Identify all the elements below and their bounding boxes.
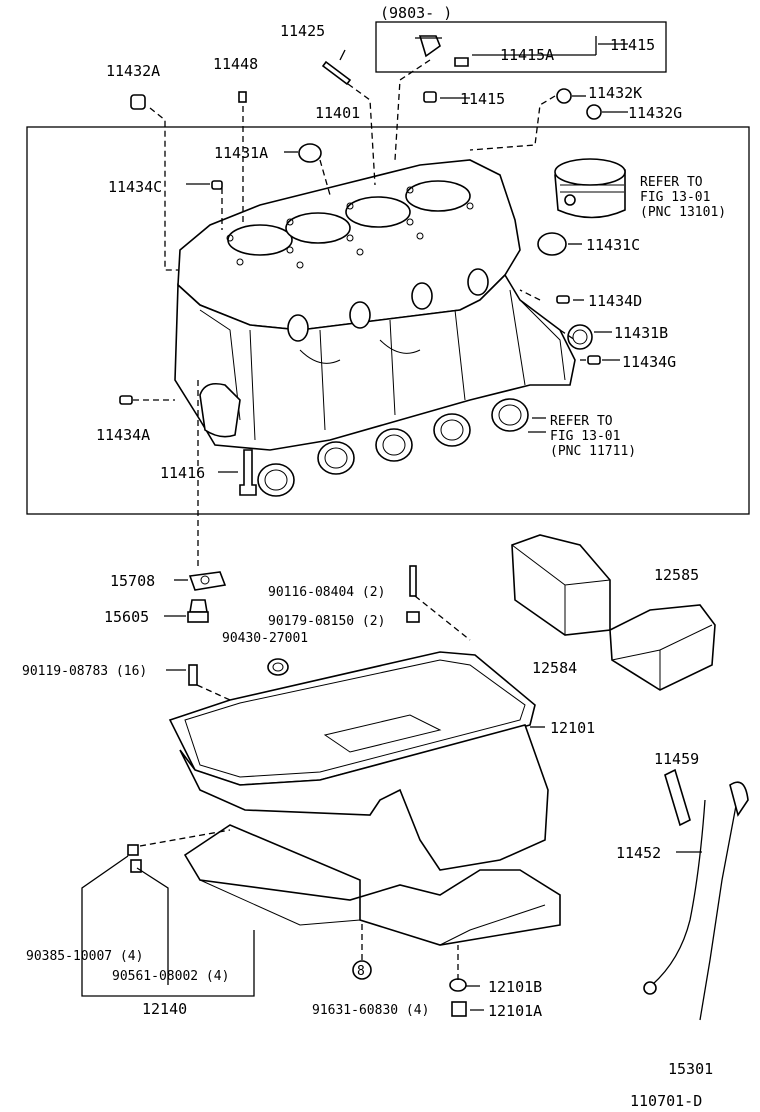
svg-text:8: 8 [357,964,365,979]
label-11425: 11425 [280,22,325,40]
main-bearings[interactable] [257,398,529,497]
piston-reference[interactable] [554,158,626,219]
label-11431C: 11431C [586,236,640,254]
refer2-line2: FIG 13-01 [550,429,620,444]
label-11415-top: 11415 [610,36,655,54]
nut-90179[interactable] [406,611,420,623]
bolt-90385[interactable] [127,844,139,856]
label-90561: 90561-08002 (4) [112,969,229,984]
label-90430: 90430-27001 [222,631,308,646]
bolt-90119[interactable] [188,664,198,686]
label-11432A: 11432A [106,62,160,80]
label-11431A: 11431A [214,144,268,162]
label-11415A: 11415A [500,46,554,64]
label-12140: 12140 [142,1000,187,1018]
plug-11432G[interactable] [586,104,602,120]
label-11416: 11416 [160,464,205,482]
refer1-line3: (PNC 13101) [640,205,726,220]
baffle-12584[interactable] [511,534,611,636]
label-11431B: 11431B [614,324,668,342]
pin-11434G[interactable] [587,355,601,365]
label-12584: 12584 [532,659,577,677]
pin-11448[interactable] [238,91,247,103]
bolt-11416[interactable] [239,449,257,496]
plug-11431C[interactable] [537,232,567,256]
pin-11434C[interactable] [211,180,223,190]
refer1-line2: FIG 13-01 [640,190,710,205]
engine-block-group-frame [26,126,750,515]
label-12101A: 12101A [488,1002,542,1020]
gasket-90430[interactable] [267,658,289,676]
dipstick-15301[interactable] [699,781,749,1021]
range-box: (9803- ) [375,4,667,73]
stud-11425[interactable] [321,60,352,86]
label-11415: 11415 [460,90,505,108]
drain-plug-12101A[interactable] [451,1001,467,1017]
sensor-15605[interactable] [187,599,209,623]
plug-11432A[interactable] [130,94,146,110]
oil-pan-12101[interactable] [168,651,549,871]
dashed-guides [133,59,590,980]
bracket-11459[interactable] [664,768,691,827]
label-11448: 11448 [213,55,258,73]
pin-11434A[interactable] [119,395,133,405]
label-12585: 12585 [654,566,699,584]
union-11415[interactable] [423,91,437,103]
refer1-line1: REFER TO [640,175,703,190]
oil-pan-lower-12140[interactable] [183,824,561,946]
refer2-line1: REFER TO [550,414,613,429]
stud-90116[interactable] [409,565,417,597]
label-11434A: 11434A [96,426,150,444]
label-11434C: 11434C [108,178,162,196]
diagram-id: 110701-D [630,1092,702,1110]
dipstick-guide-11452[interactable] [643,799,706,995]
label-12101B: 12101B [488,978,542,996]
label-11432K: 11432K [588,84,642,102]
bolt-91631[interactable]: 8 [352,960,372,980]
label-11432G: 11432G [628,104,682,122]
label-90119: 90119-08783 (16) [22,664,147,679]
washer-90561[interactable] [130,859,142,873]
oil-level-sensor-15708[interactable] [188,571,227,591]
label-11434G: 11434G [622,353,676,371]
leader-lines [81,36,702,1011]
pin-11434D[interactable] [556,295,570,304]
label-90385: 90385-10007 (4) [26,949,143,964]
plug-11431B[interactable] [567,324,593,350]
label-91631: 91631-60830 (4) [312,1003,429,1018]
label-11459: 11459 [654,750,699,768]
label-90179: 90179-08150 (2) [268,614,385,629]
union-11415-new[interactable] [418,35,469,67]
label-11401: 11401 [315,104,360,122]
label-15708: 15708 [110,572,155,590]
range-box-label: (9803- ) [380,4,452,22]
label-11452: 11452 [616,844,661,862]
label-11434D: 11434D [588,292,642,310]
label-12101: 12101 [550,719,595,737]
baffle-12585[interactable] [609,604,716,691]
refer2-line3: (PNC 11711) [550,444,636,459]
gasket-12101B[interactable] [449,978,467,992]
cylinder-block[interactable] [174,159,576,451]
plug-11431A[interactable] [298,143,322,163]
label-15301: 15301 [668,1060,713,1078]
label-90116: 90116-08404 (2) [268,585,385,600]
label-15605: 15605 [104,608,149,626]
plug-11432K[interactable] [556,88,572,104]
